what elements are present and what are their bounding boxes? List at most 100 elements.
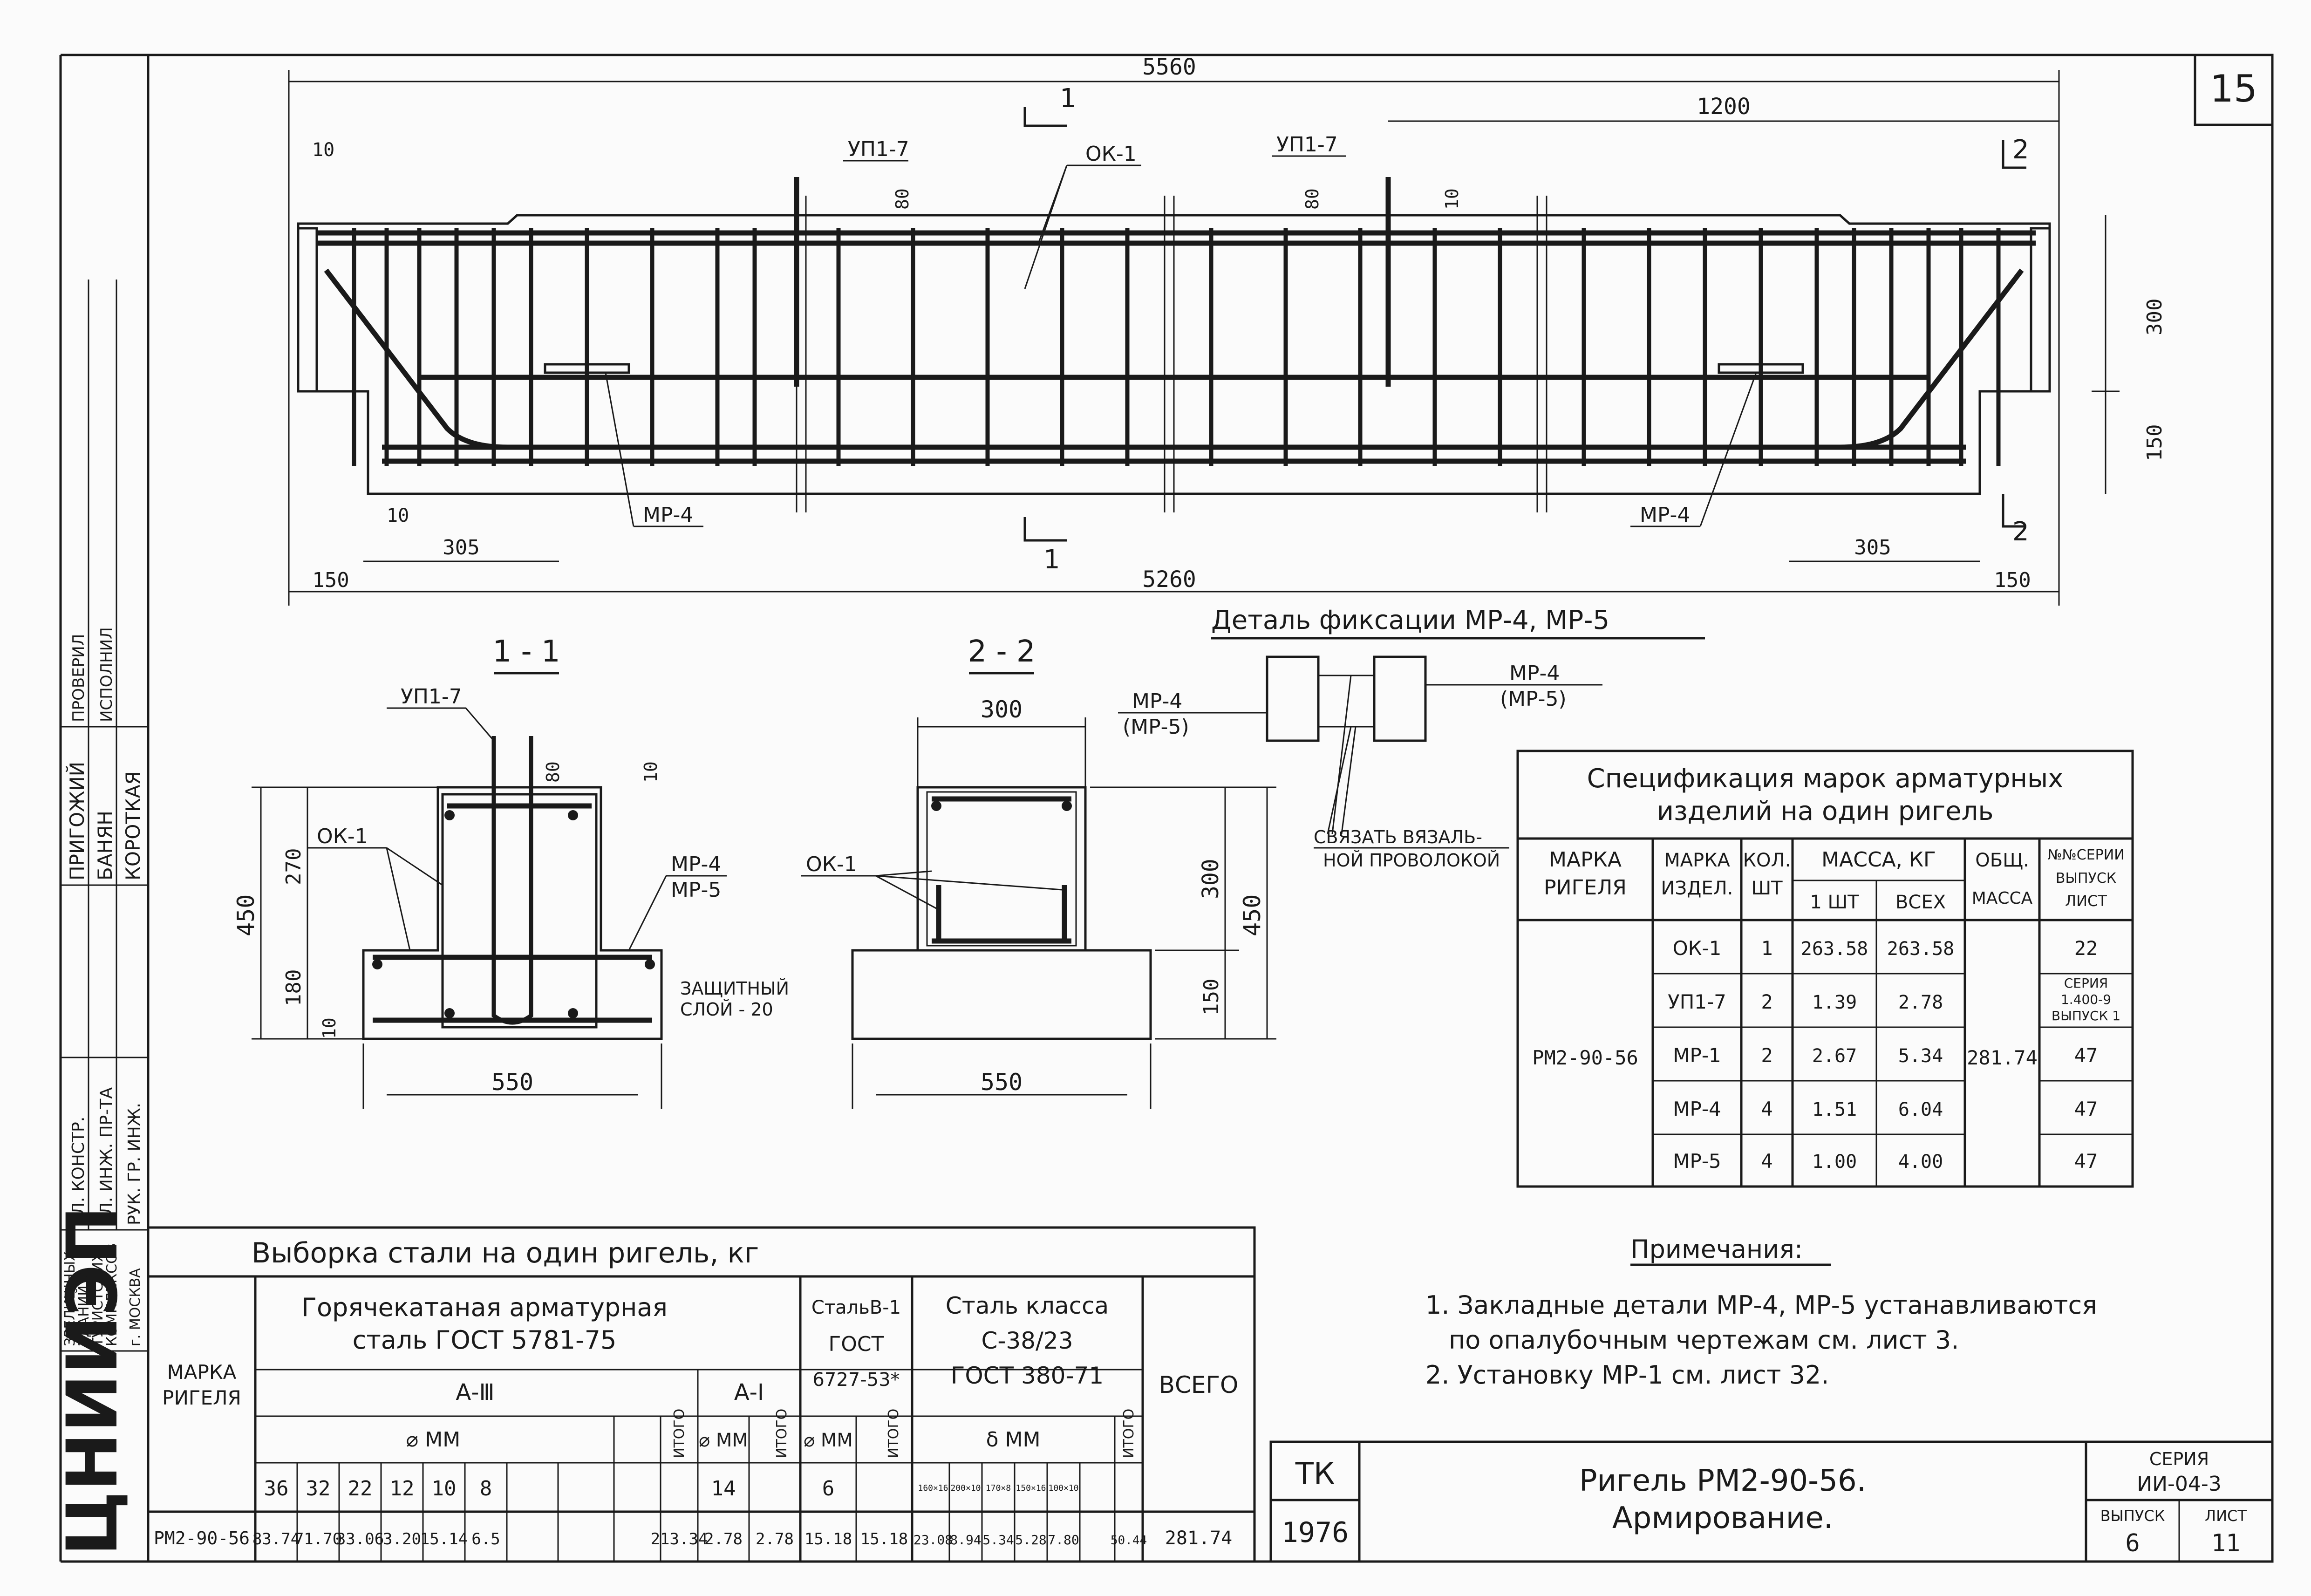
spec-row-1-ref: 22: [2074, 937, 2098, 960]
spec-row-5-all: 4.00: [1898, 1151, 1943, 1173]
spec-row-1-item: ОК-1: [1673, 937, 1722, 960]
dim-300: 300: [2143, 299, 2167, 335]
spec-row-4-ref: 47: [2074, 1098, 2098, 1120]
section-1-1-title: 1 - 1: [492, 634, 560, 669]
elevation-dimensions: [288, 70, 2120, 606]
steel-plate-2: 200×10: [950, 1483, 981, 1493]
steel-val-10: 15.14: [420, 1530, 468, 1548]
spec-row-2-item: УП1-7: [1668, 990, 1726, 1013]
s11-mp4: МР-4: [671, 853, 721, 876]
steel-itogo-a3: 213.34: [651, 1530, 708, 1548]
steel-grand-total: 281.74: [1165, 1528, 1233, 1549]
spec-row-5-qty: 4: [1761, 1150, 1772, 1173]
steel-h-vst-1: СтальВ-1: [811, 1297, 901, 1318]
label-mp4-right: МР-4: [1640, 503, 1690, 527]
s11-d10b: 10: [641, 761, 661, 783]
dim-150-left: 150: [312, 568, 349, 592]
spec-h-item-2: ИЗДЕЛ.: [1661, 878, 1733, 899]
stirrups: [352, 228, 2001, 466]
role-2: ГЛ. ИНЖ. ПР-ТА: [97, 1087, 116, 1225]
dim-305-left: 305: [443, 536, 479, 559]
dim-150-v: 150: [2143, 424, 2167, 461]
steel-h-hot-1: Горячекатаная арматурная: [301, 1293, 668, 1322]
spec-row-5-ref: 47: [2074, 1150, 2098, 1173]
label-upl-b: УП1-7: [1276, 133, 1338, 157]
stamp-title-1: Ригель РМ2-90-56.: [1579, 1464, 1866, 1498]
cut-2-bottom: 2: [2012, 517, 2029, 547]
steel-h-itogo-b: ИТОГО: [886, 1409, 902, 1458]
steel-dia-22: 22: [348, 1477, 373, 1501]
notes-line-2: по опалубочным чертежам см. лист 3.: [1449, 1325, 1959, 1355]
steel-h-cls-3: ГОСТ 380-71: [951, 1362, 1104, 1389]
spec-row-1-qty: 1: [1761, 937, 1772, 960]
spec-row-4-item: МР-4: [1673, 1098, 1721, 1120]
dim-10-left: 10: [312, 139, 334, 161]
steel-val-32: 71.70: [294, 1530, 342, 1548]
cut-mark-2-top: [2002, 140, 2026, 169]
spec-row-3-item: МР-1: [1673, 1044, 1721, 1067]
s22-d150: 150: [1200, 979, 1223, 1016]
section-1-1: 1 - 1 550 450 270 180 10 10 80 УП1-7 ОК-…: [232, 634, 789, 1109]
cut-1-top: 1: [1060, 83, 1077, 114]
steel-plate-val-1: 23.08: [913, 1532, 953, 1548]
detail-right-b: (МР-5): [1500, 687, 1567, 711]
dim-1200: 1200: [1697, 94, 1751, 120]
s11-protect-2: СЛОЙ - 20: [680, 999, 773, 1020]
section-1-1-outline: [362, 786, 663, 1040]
stamp-sheet: 11: [2211, 1529, 2241, 1557]
s22-d550: 550: [981, 1069, 1023, 1096]
stamp-year: 1976: [1282, 1516, 1349, 1549]
steel-plate-val-3: 5.34: [982, 1532, 1014, 1548]
section-2-2-outline: [851, 949, 1152, 1040]
spec-row-3-all: 5.34: [1898, 1045, 1943, 1067]
stamp-sheet-label: ЛИСТ: [2205, 1507, 2247, 1525]
org-line-5: г. МОСКВА: [127, 1268, 143, 1346]
spec-h-qty-2: ШТ: [1751, 878, 1783, 899]
spec-beam: РМ2-90-56: [1532, 1046, 1638, 1069]
stamp-series-label: СЕРИЯ: [2149, 1449, 2209, 1469]
spec-row-2-one: 1.39: [1812, 992, 1857, 1013]
steel-h-a1: А-Ⅰ: [734, 1379, 764, 1405]
detail-tie-1: СВЯЗАТЬ ВЯЗАЛЬ-: [1314, 827, 1482, 847]
dim-10-top: 10: [1442, 188, 1462, 210]
steel-dia-32: 32: [306, 1477, 331, 1501]
spec-h-ser-1: №№СЕРИИ: [2047, 847, 2124, 863]
label-upl-a: УП1-7: [848, 137, 909, 161]
steel-val-36: 83.74: [252, 1530, 300, 1548]
steel-plate-val-2: 8.94: [950, 1532, 981, 1548]
spec-h-ser-2: ВЫПУСК: [2056, 870, 2116, 887]
stamp-series: ИИ-04-3: [2137, 1472, 2222, 1496]
label-mp4-left: МР-4: [643, 503, 693, 527]
end-plate-right: [2030, 227, 2051, 393]
s22-ok: ОК-1: [806, 853, 857, 876]
detail-title: Деталь фиксации МР-4, МР-5: [1211, 605, 1609, 635]
s22-d450: 450: [1239, 894, 1266, 936]
spec-h-one: 1 ШТ: [1810, 892, 1859, 913]
spec-row-1-all: 263.58: [1887, 938, 1955, 960]
dim-total: 5560: [1142, 54, 1196, 80]
spec-row-3-one: 2.67: [1812, 1045, 1857, 1067]
steel-h-total: ВСЕГО: [1159, 1371, 1239, 1398]
dim-80-b: 80: [1302, 188, 1323, 210]
steel-itogo-a1: 2.78: [756, 1530, 794, 1548]
section-2-2-title: 2 - 2: [968, 634, 1035, 669]
steel-itogo-plates: 50.44: [1111, 1534, 1147, 1548]
steel-plate-val-4: 5.28: [1015, 1532, 1046, 1548]
dim-80-a: 80: [892, 188, 913, 210]
col-checked: ПРОВЕРИЛ: [69, 634, 88, 722]
spec-row-4-qty: 4: [1761, 1098, 1772, 1120]
s22-d300w: 300: [981, 696, 1023, 723]
notes-line-1: 1. Закладные детали МР-4, МР-5 устанавли…: [1425, 1290, 2097, 1320]
steel-dia-6: 6: [822, 1477, 835, 1501]
s11-protect-1: ЗАЩИТНЫЙ: [680, 978, 789, 999]
spec-h-mark-2: РИГЕЛЯ: [1544, 876, 1627, 900]
cut-mark-1-top: [1023, 107, 1067, 127]
spec-row-2-ref3: ВЫПУСК 1: [2052, 1008, 2120, 1023]
steel-table: Выборка стали на один ригель, кг МАРКА Р…: [147, 1226, 1256, 1563]
dim-bottom: 5260: [1142, 566, 1196, 593]
detail-right-a: МР-4: [1509, 662, 1560, 685]
steel-val-14: 2.78: [704, 1530, 743, 1548]
steel-row-mark: РМ2-90-56: [154, 1528, 250, 1548]
